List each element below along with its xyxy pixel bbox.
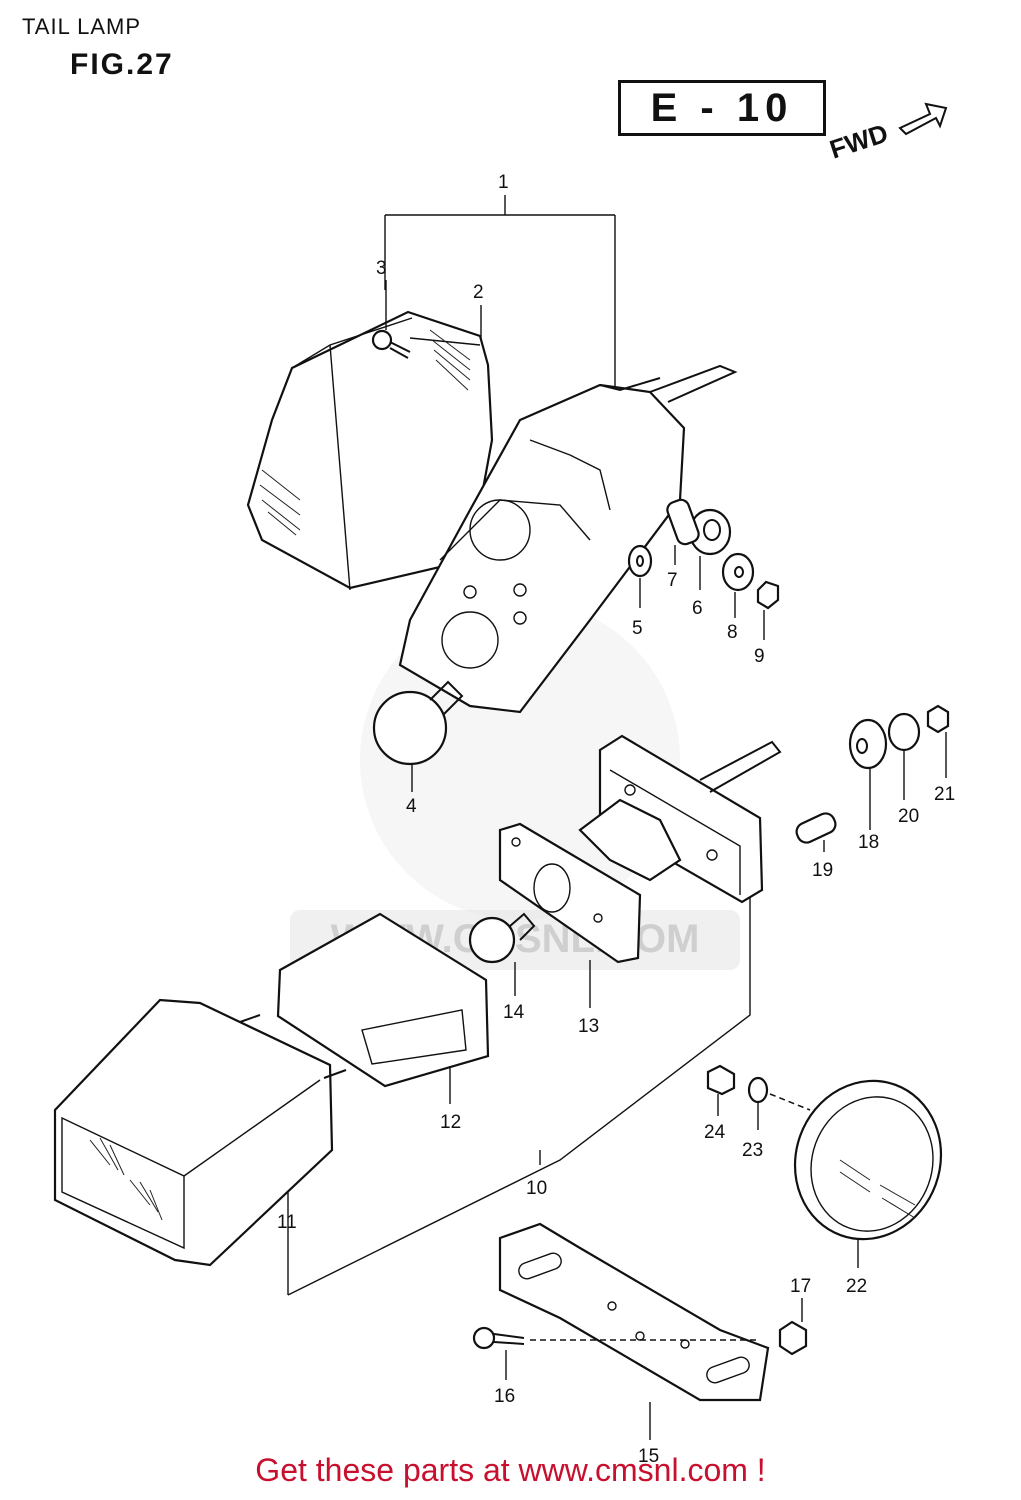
callout-12: 12 <box>440 1112 461 1133</box>
callout-labels: 1 2 3 4 5 6 7 8 9 10 11 12 13 14 15 16 1… <box>277 172 955 1467</box>
callout-18: 18 <box>858 832 879 853</box>
callout-bracket-1 <box>384 195 616 390</box>
part-9-nut <box>756 580 780 610</box>
tail-lamp-body <box>598 734 782 904</box>
callout-3: 3 <box>376 258 387 279</box>
footer-banner-link[interactable]: Get these parts at www.cmsnl.com ! <box>255 1452 766 1488</box>
callout-23: 23 <box>742 1140 763 1161</box>
callout-13: 13 <box>578 1016 599 1037</box>
callout-14: 14 <box>503 1002 525 1023</box>
part-13-socket-plate <box>498 798 682 1008</box>
part-16-screw <box>472 1326 760 1380</box>
part-7-stud <box>666 498 700 546</box>
callout-bracket-10 <box>287 890 751 1296</box>
figure-number: FIG.27 <box>70 48 174 81</box>
tail-lamp-housing <box>398 364 738 714</box>
callout-20: 20 <box>898 806 919 827</box>
callout-16: 16 <box>494 1386 515 1407</box>
part-3-screw <box>371 329 411 359</box>
callout-22: 22 <box>846 1276 867 1297</box>
callout-15: 15 <box>638 1446 659 1467</box>
forward-arrow-icon <box>898 102 948 136</box>
part-22-reflector <box>793 1079 943 1268</box>
part-17-nut <box>778 1298 808 1356</box>
callout-19: 19 <box>812 860 833 881</box>
leader-lines-upper <box>385 280 765 640</box>
callout-4: 4 <box>406 796 417 817</box>
callout-11: 11 <box>277 1212 297 1233</box>
part-20-washer <box>887 712 921 800</box>
diagram-title: TAIL LAMP <box>22 14 142 39</box>
part-24-nut <box>706 1064 736 1116</box>
callout-17: 17 <box>790 1276 811 1297</box>
part-12-cover <box>276 912 490 1104</box>
region-code: E - 10 <box>650 85 794 130</box>
callout-6: 6 <box>692 598 703 619</box>
callout-5: 5 <box>632 618 643 639</box>
part-19-collar <box>795 812 837 852</box>
callout-8: 8 <box>727 622 738 643</box>
callout-7: 7 <box>667 570 678 591</box>
callout-2: 2 <box>473 282 484 303</box>
part-4-bulb <box>372 680 464 792</box>
part-15-bracket <box>498 1222 770 1440</box>
part-11-lens <box>53 998 347 1267</box>
callout-10: 10 <box>526 1178 547 1199</box>
callout-21: 21 <box>934 784 955 805</box>
callout-24: 24 <box>704 1122 726 1143</box>
region-code-box: E - 10 <box>618 80 826 136</box>
callout-1: 1 <box>498 172 509 193</box>
part-8-washer <box>721 552 755 592</box>
part-21-nut <box>926 704 950 778</box>
part-5-washer <box>627 544 653 578</box>
part-14-bulb <box>468 912 536 996</box>
callout-9: 9 <box>754 646 765 667</box>
part-23-washer <box>747 1076 811 1130</box>
part-18-grommet <box>848 718 888 830</box>
